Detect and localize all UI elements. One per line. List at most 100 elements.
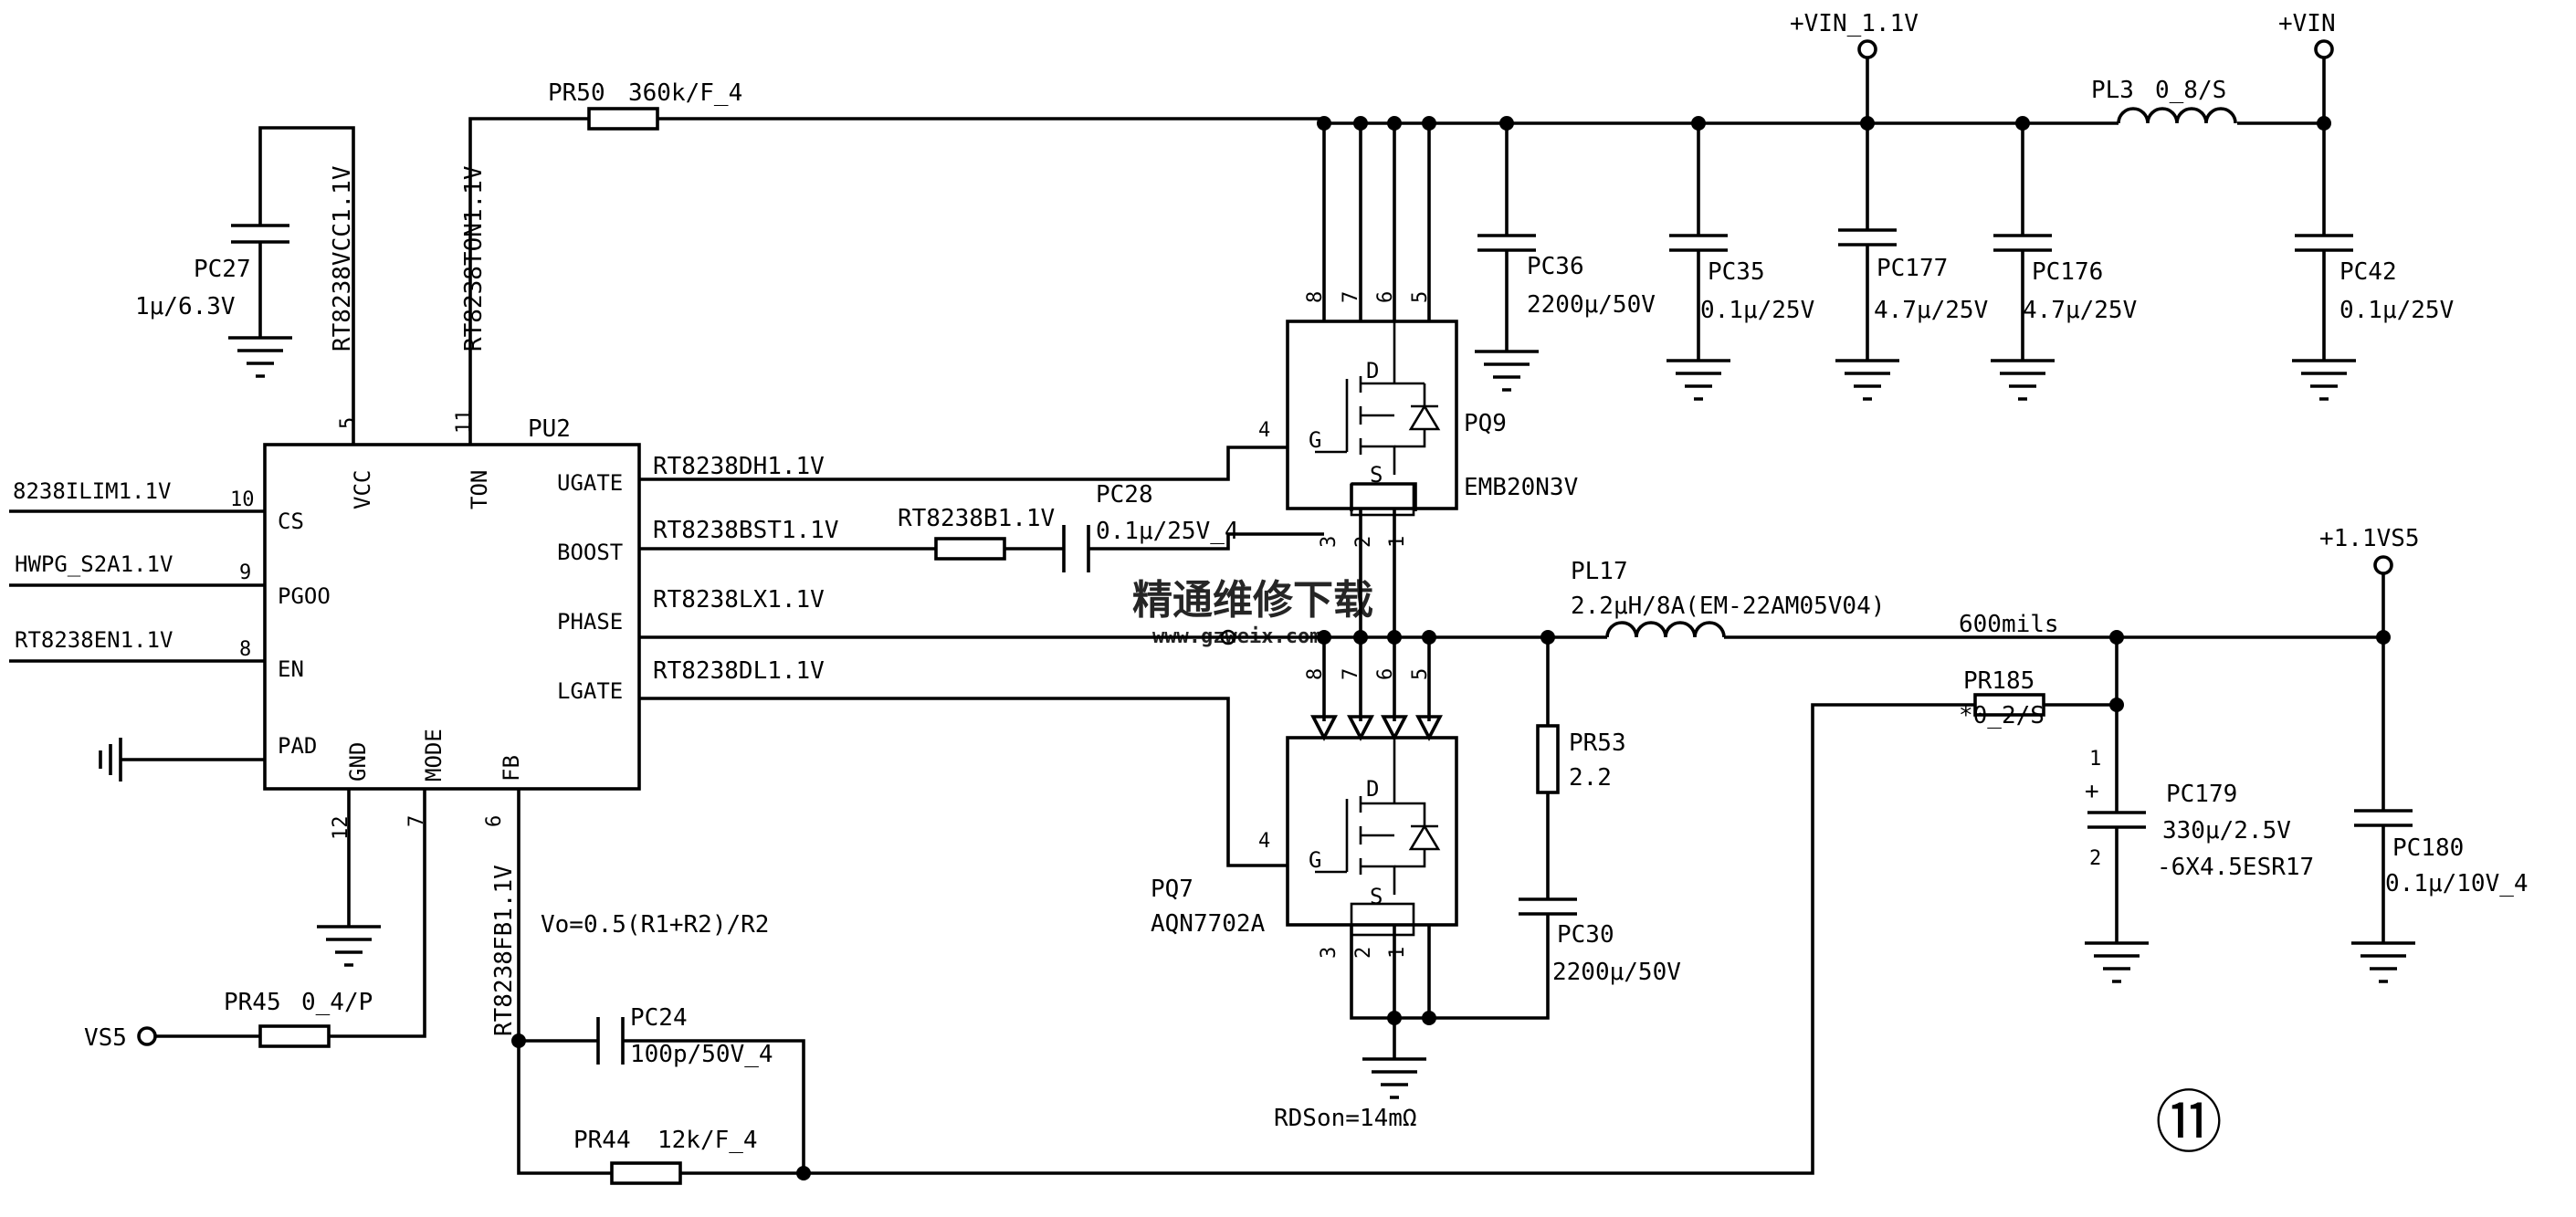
pq7-pin-8: 8 <box>1304 668 1327 680</box>
pr44-value: 12k/F_4 <box>657 1127 758 1154</box>
net-dh: RT8238DH1.1V <box>653 453 825 480</box>
watermark-url: www.gzweix.com <box>1152 625 1321 648</box>
pin-label-pgood: PGOO <box>278 583 331 609</box>
pr50-resistor: PR50 360k/F_4 RT8238TON1.1V <box>460 79 1324 445</box>
rail-vin11: +VIN_1.1V <box>1790 10 1919 37</box>
rail-out: +1.1VS5 <box>2319 525 2420 552</box>
pin-number-vcc: 5 <box>337 417 360 429</box>
pc177-ref: PC177 <box>1877 255 1948 282</box>
left-input-nets: 8238ILIM1.1V HWPG_S2A1.1V RT8238EN1.1V <box>9 478 265 782</box>
pc179-pin1: 1 <box>2089 748 2101 771</box>
pq9-pin-4: 4 <box>1258 419 1270 442</box>
pin-label-vcc: VCC <box>350 470 375 509</box>
snubber: PR53 2.2 PC30 2200μ/50V <box>1429 637 1681 1020</box>
pc180-value: 0.1μ/10V_4 <box>2385 870 2529 897</box>
net-ton: RT8238TON1.1V <box>460 166 488 352</box>
pin-label-pad: PAD <box>278 733 317 759</box>
pq9-pin-3: 3 <box>1318 536 1341 548</box>
pq9-pin-6: 6 <box>1374 291 1397 303</box>
pc42-value: 0.1μ/25V <box>2339 297 2454 324</box>
pin-number-fb: 6 <box>483 815 506 827</box>
pr185-ref: PR185 <box>1963 667 2035 695</box>
pin-label-gnd: GND <box>345 742 371 782</box>
pc42-ref: PC42 <box>2339 258 2397 286</box>
pq9-pin-5: 5 <box>1409 291 1432 303</box>
pr44-ref: PR44 <box>573 1127 631 1154</box>
pc35-ref: PC35 <box>1708 258 1765 286</box>
pq9-pin-1: 1 <box>1386 536 1409 548</box>
pc28-ref: PC28 <box>1096 481 1153 509</box>
pc179-ref: PC179 <box>2166 781 2237 808</box>
pc30-ref: PC30 <box>1557 921 1614 949</box>
pin-label-cs: CS <box>278 509 304 534</box>
pl3-value: 0_8/S <box>2155 77 2226 104</box>
pin-number-en: 8 <box>239 638 251 661</box>
pq9-s: S <box>1370 462 1383 488</box>
net-vs5: VS5 <box>84 1024 127 1052</box>
pc28-value: 0.1μ/25V_4 <box>1096 518 1239 545</box>
net-pgood: HWPG_S2A1.1V <box>15 551 173 577</box>
pc36-value: 2200μ/50V <box>1527 291 1656 319</box>
pr53-value: 2.2 <box>1569 764 1612 792</box>
pc27-ref: PC27 <box>194 256 251 283</box>
pin-label-ugate: UGATE <box>557 470 623 496</box>
pr185-value: *0_2/S <box>1959 702 2045 729</box>
pr45-ref: PR45 <box>224 989 281 1016</box>
pc177-value: 4.7μ/25V <box>1874 297 1988 324</box>
watermark-text: 精通维修下载 <box>1132 577 1373 624</box>
pq7-g: G <box>1309 847 1321 873</box>
ic-ref: PU2 <box>528 415 571 443</box>
pq7-pin-3: 3 <box>1318 947 1341 959</box>
pin-label-boost: BOOST <box>557 540 623 565</box>
pc35-value: 0.1μ/25V <box>1700 297 1814 324</box>
rdson-note: RDSon=14mΩ <box>1274 1105 1417 1132</box>
pin-label-mode: MODE <box>421 729 447 782</box>
pq7-ref: PQ7 <box>1151 876 1193 903</box>
pq7-pin-5: 5 <box>1409 668 1432 680</box>
net-boot: RT8238B1.1V <box>898 505 1055 532</box>
pin-number-mode: 7 <box>405 815 428 827</box>
net-fb: RT8238FB1.1V <box>490 865 518 1036</box>
pc176-ref: PC176 <box>2032 258 2103 286</box>
pq9-pin-2: 2 <box>1352 536 1375 548</box>
pc179-plus: + <box>2085 778 2099 805</box>
rail-vin: +VIN <box>2278 10 2336 37</box>
pin-label-ton: TON <box>467 470 492 509</box>
pq9-d: D <box>1366 358 1379 383</box>
pl17-value: 2.2μH/8A(EM-22AM05V04) <box>1571 593 1885 620</box>
pq7-value: AQN7702A <box>1151 910 1266 938</box>
pc36-ref: PC36 <box>1527 253 1584 280</box>
pc179-value: 330μ/2.5V <box>2162 817 2291 845</box>
input-capacitors: PC36 2200μ/50V PC35 0.1μ/25V PC177 4.7μ/… <box>1317 116 2454 401</box>
net-lx: RT8238LX1.1V <box>653 586 825 614</box>
pc176-value: 4.7μ/25V <box>2023 297 2137 324</box>
net-ilim: 8238ILIM1.1V <box>13 478 171 504</box>
pc24-ref: PC24 <box>630 1004 688 1032</box>
net-en: RT8238EN1.1V <box>15 627 173 653</box>
formula-note: Vo=0.5(R1+R2)/R2 <box>541 911 769 939</box>
pq9-g: G <box>1309 427 1321 453</box>
pq7-d: D <box>1366 776 1379 802</box>
feedback-network: VS5 PR45 0_4/P RT8238FB1.1V PC24 100p/50… <box>84 789 811 1185</box>
pc179-value2: -6X4.5ESR17 <box>2157 854 2314 881</box>
pin-number-ton: 11 <box>453 410 476 435</box>
pr50-value: 360k/F_4 <box>628 79 742 107</box>
net-vcc: RT8238VCC1.1V <box>329 166 356 352</box>
pq7-pin-1: 1 <box>1386 947 1409 959</box>
pc30-value: 2200μ/50V <box>1552 959 1681 986</box>
pr53-ref: PR53 <box>1569 729 1626 757</box>
pq7-pin-4: 4 <box>1258 830 1270 853</box>
pl3-ref: PL3 <box>2091 77 2134 104</box>
pq9-mosfet: 8 7 6 5 D G S 4 RT8238DH1.1V 3 2 1 PQ9 E… <box>639 123 1578 637</box>
pq9-ref: PQ9 <box>1464 410 1507 437</box>
pin-label-en: EN <box>278 656 304 682</box>
pq9-pin-7: 7 <box>1340 291 1362 303</box>
pc24-value: 100p/50V_4 <box>630 1041 773 1068</box>
pc180-ref: PC180 <box>2392 834 2464 862</box>
pq9-value: EMB20N3V <box>1464 474 1578 501</box>
pr50-ref: PR50 <box>548 79 605 107</box>
pin-number-cs: 10 <box>230 488 255 511</box>
pr45-value: 0_4/P <box>301 989 373 1016</box>
pq9-pin-8: 8 <box>1304 291 1327 303</box>
